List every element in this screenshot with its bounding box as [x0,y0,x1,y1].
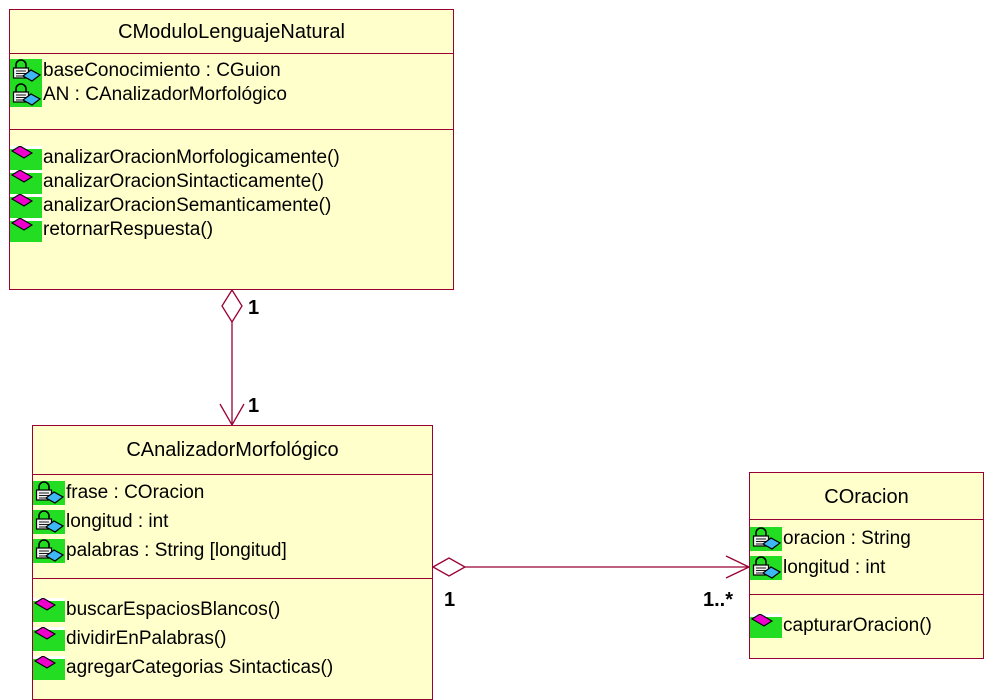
private-attribute-icon [10,83,42,107]
private-attribute-icon [33,480,65,505]
attribute-row: oracion : String [750,524,983,553]
operation-row: buscarEspaciosBlancos() [33,595,432,624]
operation-text: analizarOracionSemanticamente() [43,195,332,216]
private-attribute-icon [33,509,65,534]
class-box-analizador[interactable]: CAnalizadorMorfológico frase : COracion … [32,425,433,700]
attribute-text: longitud : int [66,510,169,532]
attribute-text: AN : CAnalizadorMorfológico [43,84,287,105]
operation-icon [750,613,782,638]
operation-text: agregarCategorias Sintacticas() [66,656,334,678]
attribute-text: baseConocimiento : CGuion [43,60,281,81]
attribute-text: longitud : int [783,556,886,578]
attributes-compartment: frase : COracion longitud : int palabras… [33,475,432,579]
operations-compartment: analizarOracionMorfologicamente() analiz… [10,130,453,242]
operation-row: retornarRespuesta() [10,218,453,242]
operation-icon [33,655,65,680]
operation-row: agregarCategorias Sintacticas() [33,653,432,682]
private-attribute-icon [750,526,782,551]
operations-compartment: buscarEspaciosBlancos() dividirEnPalabra… [33,579,432,682]
operation-text: analizarOracionMorfologicamente() [43,147,340,168]
private-attribute-icon [33,538,65,563]
aggregation-diamond-analizador [431,557,467,577]
attribute-row: palabras : String [longitud] [33,536,432,565]
operation-text: analizarOracionSintacticamente() [43,171,324,192]
operation-row: analizarOracionMorfologicamente() [10,146,453,170]
operations-compartment: capturarOracion() [750,595,983,640]
multiplicity-analizador-source: 1 [444,589,456,611]
operation-icon [10,194,42,218]
operation-row: analizarOracionSemanticamente() [10,194,453,218]
attribute-row: longitud : int [750,553,983,582]
multiplicity-analizador-target: 1 [248,395,260,417]
operation-icon [33,626,65,651]
multiplicity-oracion-target: 1..* [703,589,734,611]
operation-icon [10,170,42,194]
private-attribute-icon [10,59,42,83]
operation-icon [10,218,42,242]
attribute-row: frase : COracion [33,478,432,507]
attribute-text: palabras : String [longitud] [66,539,287,561]
multiplicity-modulo-source: 1 [248,297,260,319]
attribute-text: frase : COracion [66,481,205,503]
attribute-row: AN : CAnalizadorMorfológico [10,83,453,107]
attribute-row: baseConocimiento : CGuion [10,59,453,83]
class-box-modulo[interactable]: CModuloLenguajeNatural baseConocimiento … [9,9,454,290]
aggregation-diamond-modulo [221,288,243,324]
attributes-compartment: oracion : String longitud : int [750,520,983,595]
attributes-compartment: baseConocimiento : CGuion AN : CAnalizad… [10,54,453,130]
operation-text: capturarOracion() [783,614,932,636]
operation-text: buscarEspaciosBlancos() [66,598,281,620]
operation-text: retornarRespuesta() [43,219,214,240]
attribute-row: longitud : int [33,507,432,536]
operation-text: dividirEnPalabras() [66,627,227,649]
operation-row: capturarOracion() [750,611,983,640]
attribute-text: oracion : String [783,527,911,549]
private-attribute-icon [750,555,782,580]
operation-icon [10,146,42,170]
class-name: CAnalizadorMorfológico [33,426,432,475]
class-name: COracion [750,473,983,520]
class-name: CModuloLenguajeNatural [10,10,453,54]
operation-row: analizarOracionSintacticamente() [10,170,453,194]
class-box-oracion[interactable]: COracion oracion : String longitud : int… [749,472,984,659]
operation-icon [33,597,65,622]
operation-row: dividirEnPalabras() [33,624,432,653]
